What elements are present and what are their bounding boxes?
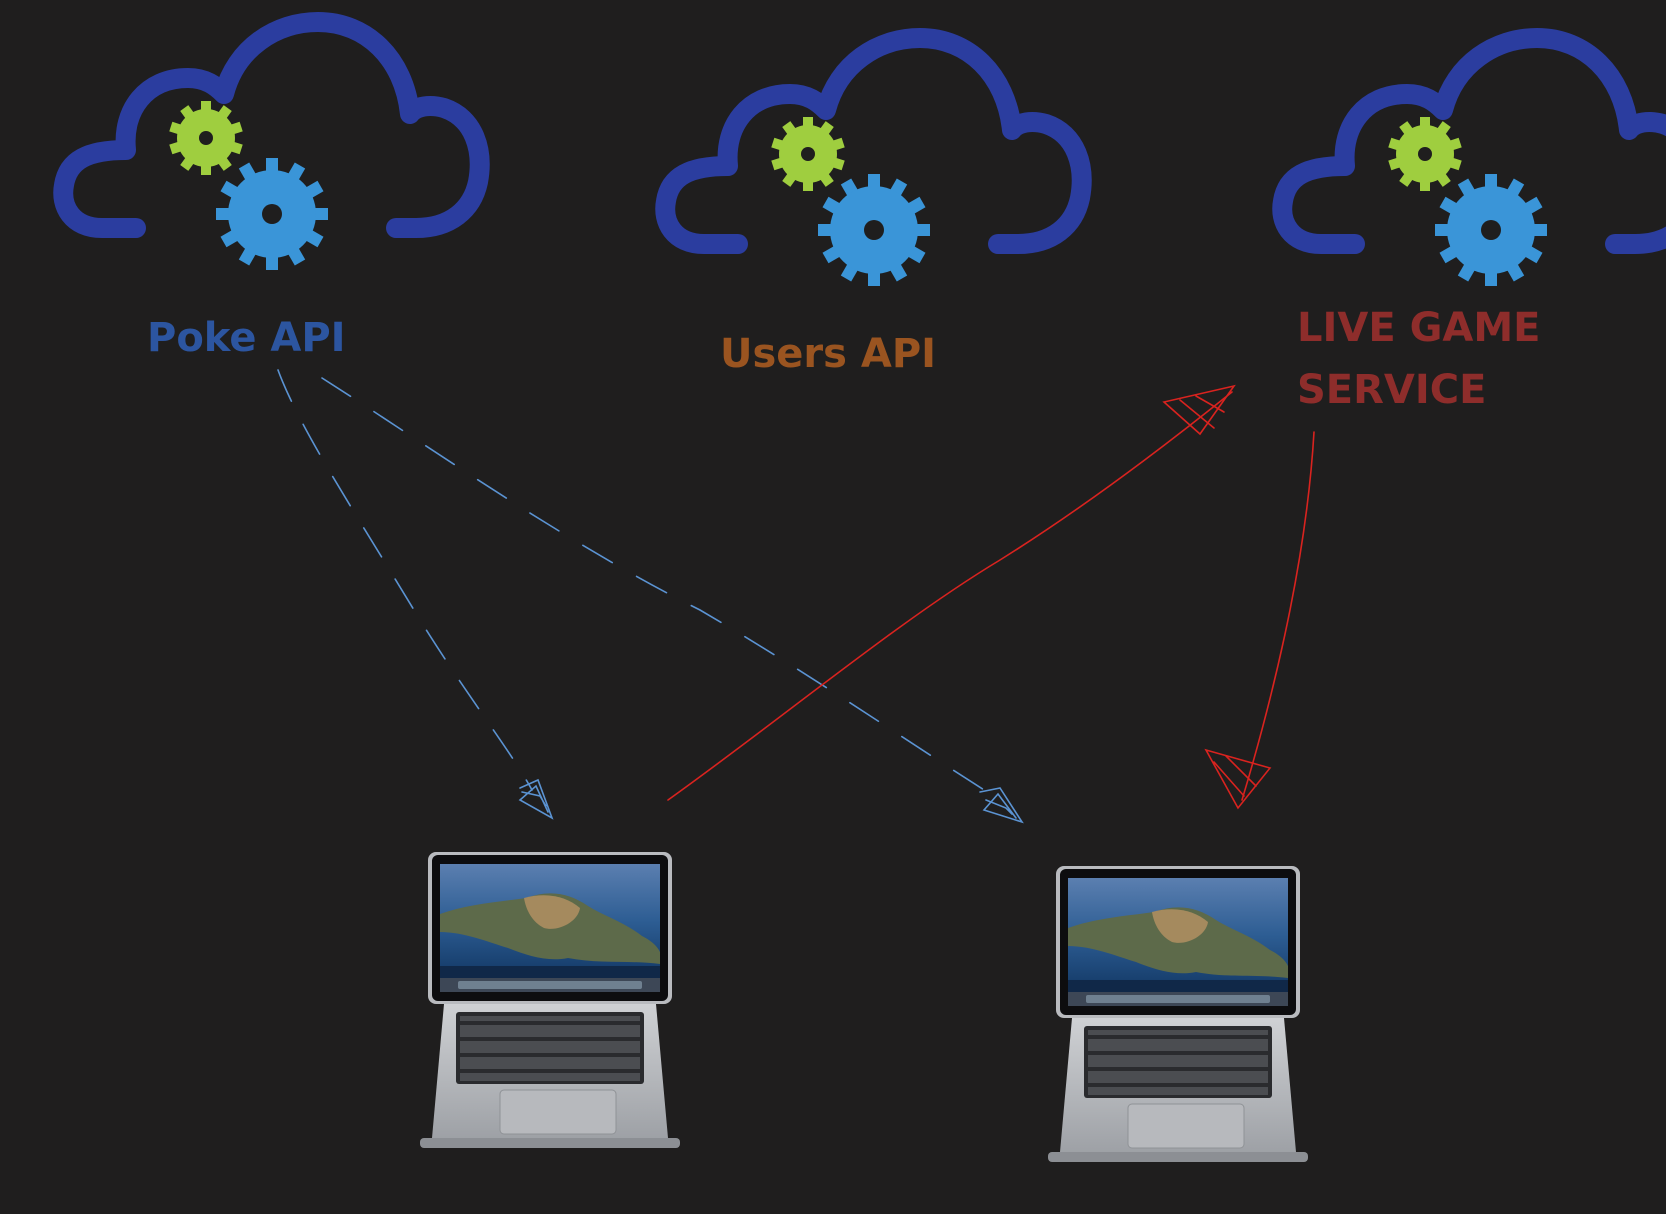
laptop-1-to-live-game-arrow [667, 391, 1233, 801]
poke-to-laptop-2-arrow [321, 377, 1001, 801]
arrowhead-icon [1162, 384, 1236, 436]
gear-icon [771, 117, 845, 191]
gear-icon [818, 174, 930, 286]
live-game-service-label: LIVE GAME SERVICE [1297, 297, 1541, 421]
live-game-service-cloud [1282, 38, 1666, 286]
gear-icon [1435, 174, 1547, 286]
poke-to-laptop-1-arrow [277, 369, 533, 791]
laptop-icon [1047, 865, 1309, 1163]
arrowhead-icon [1204, 748, 1272, 810]
gear-icon [216, 158, 328, 270]
poke-api-label: Poke API [147, 315, 346, 361]
users-api-cloud [665, 38, 1081, 286]
arrowhead-icon [979, 787, 1024, 824]
laptop-icon [419, 851, 681, 1149]
users-api-label: Users API [720, 331, 937, 377]
poke-api-cloud [63, 22, 479, 270]
live-game-service-label-line-1: LIVE GAME [1297, 305, 1541, 351]
gear-icon [1388, 117, 1462, 191]
live-game-service-label-line-2: SERVICE [1297, 367, 1487, 413]
live-game-to-laptop-2-arrow [1241, 431, 1315, 801]
arrowhead-icon [518, 778, 554, 820]
gear-icon [169, 101, 243, 175]
